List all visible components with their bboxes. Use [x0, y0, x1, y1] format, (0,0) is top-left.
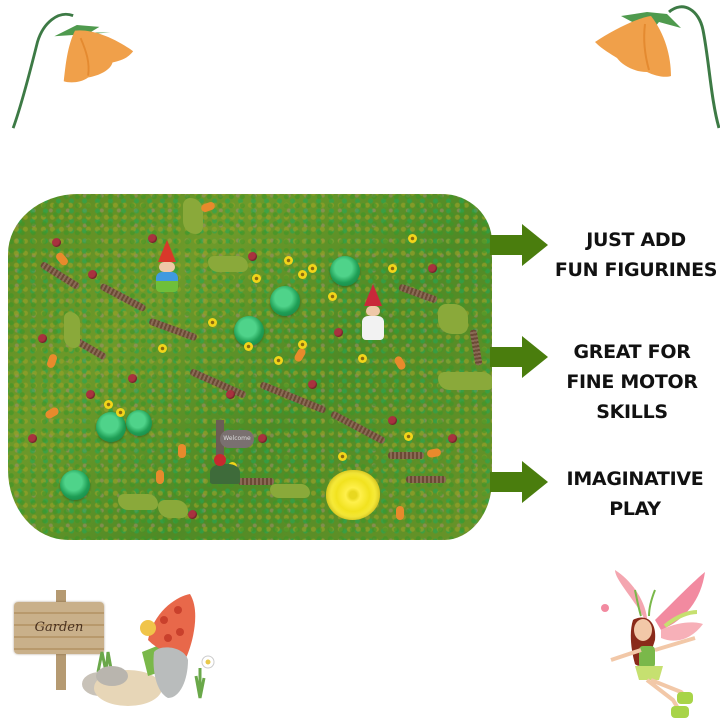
- feature-line: IMAGINATIVE: [566, 468, 704, 490]
- orange-mushroom: [200, 200, 216, 214]
- wood-stick: [39, 260, 81, 291]
- red-bead: [88, 270, 97, 279]
- frog-figurine: [158, 500, 188, 518]
- yellow-flower-bead: [338, 452, 347, 461]
- yellow-flower-bead: [358, 354, 367, 363]
- feature-fun-figurines: JUST ADD FUN FIGURINES: [552, 225, 720, 285]
- orange-mushroom: [54, 251, 70, 267]
- wood-stick: [469, 329, 483, 366]
- welcome-sign-figurine: Welcome: [210, 420, 254, 484]
- red-bead: [388, 416, 397, 425]
- red-bead: [86, 390, 95, 399]
- orange-mushroom: [43, 406, 61, 420]
- red-bead: [38, 334, 47, 343]
- red-bead: [448, 434, 457, 443]
- bellflower-left-illustration: [11, 12, 134, 129]
- orange-mushroom: [396, 506, 404, 520]
- yellow-flower-bead: [158, 344, 167, 353]
- frog-figurine: [438, 372, 492, 390]
- feature-line: JUST ADD: [586, 229, 686, 251]
- wood-stick: [148, 317, 198, 342]
- yellow-flower-bead: [208, 318, 217, 327]
- garden-sign-gnome-illustration: Garden: [8, 580, 218, 710]
- yellow-flower-bead: [388, 264, 397, 273]
- red-bead: [148, 234, 157, 243]
- orange-mushroom: [393, 354, 407, 372]
- wood-stick: [238, 478, 274, 485]
- feature-line: PLAY: [609, 498, 661, 520]
- frog-figurine: [183, 198, 203, 234]
- yellow-flower-bead: [298, 340, 307, 349]
- yellow-flower-bead: [298, 270, 307, 279]
- feature-imaginative-play: IMAGINATIVE PLAY: [552, 464, 718, 524]
- yellow-flower-bead: [274, 356, 283, 365]
- right-arrow-icon: [490, 224, 550, 266]
- green-hat-figurine: [270, 286, 300, 316]
- feature-line: SKILLS: [596, 401, 668, 423]
- orange-mushroom: [45, 353, 59, 369]
- wood-stick: [329, 410, 387, 445]
- yellow-flower-bead: [308, 264, 317, 273]
- wood-stick: [406, 476, 446, 483]
- frog-figurine: [208, 256, 248, 272]
- orange-mushroom: [426, 447, 442, 459]
- green-hat-figurine: [60, 470, 90, 500]
- red-bead: [308, 380, 317, 389]
- feature-line: GREAT FOR: [573, 341, 691, 363]
- gnome-blue-figurine: [152, 240, 182, 292]
- orange-mushroom: [293, 346, 307, 364]
- yellow-flower-bead: [244, 342, 253, 351]
- feature-line: FINE MOTOR: [566, 371, 698, 393]
- green-hat-figurine: [126, 410, 152, 436]
- red-bead: [226, 390, 235, 399]
- yellow-rose-figurine: [326, 470, 380, 520]
- yellow-flower-bead: [404, 432, 413, 441]
- wood-stick: [189, 368, 247, 399]
- yellow-flower-bead: [116, 408, 125, 417]
- green-hat-figurine: [234, 316, 264, 346]
- red-bead: [428, 264, 437, 273]
- sensory-bin-image: Welcome: [8, 194, 492, 540]
- yellow-flower-bead: [284, 256, 293, 265]
- wood-stick: [99, 282, 147, 313]
- frog-figurine: [270, 484, 310, 498]
- yellow-flower-bead: [252, 274, 261, 283]
- red-bead: [334, 328, 343, 337]
- red-bead: [188, 510, 197, 519]
- frog-figurine: [118, 494, 158, 510]
- yellow-flower-bead: [104, 400, 113, 409]
- orange-mushroom: [178, 444, 186, 458]
- red-bead: [52, 238, 61, 247]
- bellflower-right-illustration: [595, 5, 720, 129]
- right-arrow-icon: [490, 336, 550, 378]
- gnome-white-figurine: [358, 284, 388, 340]
- frog-figurine: [438, 304, 468, 334]
- yellow-flower-bead: [408, 234, 417, 243]
- right-arrow-icon: [490, 461, 550, 503]
- wood-stick: [388, 452, 424, 459]
- red-bead: [28, 434, 37, 443]
- green-hat-figurine: [330, 256, 360, 286]
- red-bead: [128, 374, 137, 383]
- fairy-illustration: [601, 570, 705, 718]
- green-hat-figurine: [96, 412, 126, 442]
- frog-figurine: [64, 312, 80, 348]
- sleeping-gnome-icon: [82, 594, 215, 706]
- red-bead: [258, 434, 267, 443]
- red-bead: [248, 252, 257, 261]
- wood-stick: [398, 283, 438, 304]
- orange-mushroom: [156, 470, 164, 484]
- feature-line: FUN FIGURINES: [554, 259, 718, 281]
- yellow-flower-bead: [328, 292, 337, 301]
- feature-fine-motor-skills: GREAT FOR FINE MOTOR SKILLS: [552, 337, 712, 427]
- garden-sign: Garden: [14, 602, 104, 654]
